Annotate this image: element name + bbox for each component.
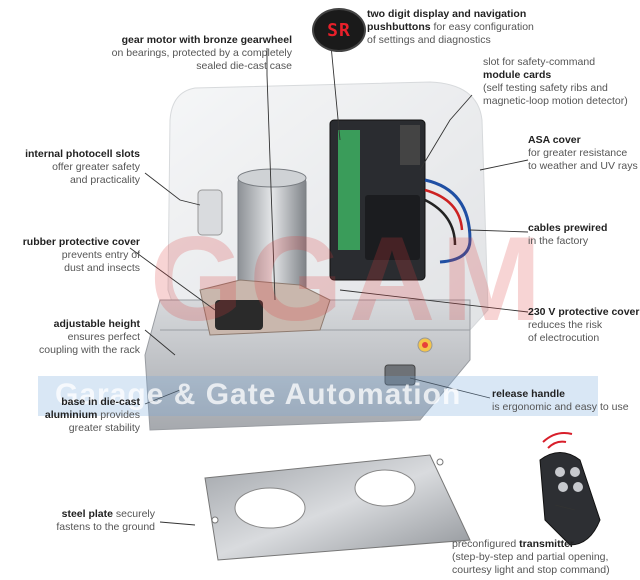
steel-plate-shape	[204, 454, 471, 561]
callout-base: base in die-cast aluminium provides grea…	[44, 396, 140, 434]
watermark-band	[38, 376, 598, 416]
display-digits: SR	[327, 19, 351, 41]
callout-module-cards: slot for safety-command module cards (se…	[483, 56, 628, 107]
callout-photocell: internal photocell slots offer greater s…	[25, 148, 140, 186]
callout-transmitter: preconfigured transmitter (step-by-step …	[452, 538, 610, 576]
watermark-tagline: Garage & Gate Automation	[55, 378, 462, 411]
callout-digit-display: two digit display and navigation pushbut…	[367, 8, 534, 46]
callout-height: adjustable height ensures perfect coupli…	[39, 318, 140, 356]
callout-protective-cover: 230 V protective cover reduces the risk …	[528, 306, 640, 344]
transmitter-shape	[539, 452, 601, 546]
callout-release-handle: release handle is ergonomic and easy to …	[492, 388, 629, 413]
callout-cables: cables prewired in the factory	[528, 222, 608, 247]
callout-steel-plate: steel plate securely fastens to the grou…	[56, 508, 155, 533]
callout-rubber-cover: rubber protective cover prevents entry o…	[22, 236, 140, 274]
digit-display-icon: SR	[312, 8, 366, 52]
watermark-logo: GGAM	[150, 212, 548, 346]
callout-asa-cover: ASA cover for greater resistance to weat…	[528, 134, 638, 172]
callout-gear-motor: gear motor with bronze gearwheel on bear…	[111, 34, 292, 72]
